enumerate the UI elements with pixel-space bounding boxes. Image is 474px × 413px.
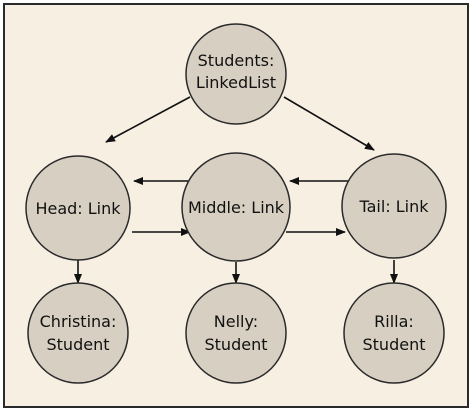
node-nelly-label-line1: Nelly: — [214, 312, 258, 331]
nodes-layer: Students: LinkedList Head: Link Middle: … — [25, 23, 447, 384]
svg-text:Student: Student — [47, 335, 110, 354]
edges-layer — [74, 96, 398, 284]
edge-students-to-tail — [283, 96, 375, 151]
node-head-label: Head: Link — [35, 199, 121, 218]
svg-text:Student: Student — [205, 335, 268, 354]
node-nelly: Nelly: Student — [185, 282, 287, 384]
node-middle-circle — [181, 152, 291, 262]
svg-text:Christina:: Christina: — [40, 312, 117, 331]
svg-text:Student: Student — [363, 335, 426, 354]
svg-text:Rilla:: Rilla: — [374, 312, 414, 331]
svg-text:Tail: Link: Tail: Link — [358, 197, 429, 216]
node-rilla-label-line1: Rilla: — [374, 312, 414, 331]
node-christina: Christina: Student — [27, 282, 129, 384]
node-tail: Tail: Link — [341, 153, 447, 259]
svg-text:Head: Link: Head: Link — [35, 199, 121, 218]
node-tail-circle — [341, 153, 447, 259]
node-nelly-circle — [185, 282, 287, 384]
node-nelly-label-line2: Student — [205, 335, 268, 354]
node-students-label-line2: LinkedList — [196, 73, 276, 92]
node-christina-label-line1: Christina: — [40, 312, 117, 331]
node-middle-label: Middle: Link — [188, 198, 285, 217]
node-rilla: Rilla: Student — [343, 282, 445, 384]
svg-text:LinkedList: LinkedList — [196, 73, 276, 92]
node-students-circle — [185, 23, 287, 125]
node-head-circle — [25, 155, 131, 261]
svg-text:Nelly:: Nelly: — [214, 312, 258, 331]
node-rilla-circle — [343, 282, 445, 384]
node-rilla-label-line2: Student — [363, 335, 426, 354]
node-students-label-line1: Students: — [198, 51, 275, 70]
node-head: Head: Link — [25, 155, 131, 261]
node-middle: Middle: Link — [181, 152, 291, 262]
node-tail-label: Tail: Link — [358, 197, 429, 216]
node-students: Students: LinkedList — [185, 23, 287, 125]
svg-text:Students:: Students: — [198, 51, 275, 70]
node-christina-label-line2: Student — [47, 335, 110, 354]
svg-text:Middle: Link: Middle: Link — [188, 198, 285, 217]
node-christina-circle — [27, 282, 129, 384]
edge-students-to-head — [105, 96, 191, 143]
